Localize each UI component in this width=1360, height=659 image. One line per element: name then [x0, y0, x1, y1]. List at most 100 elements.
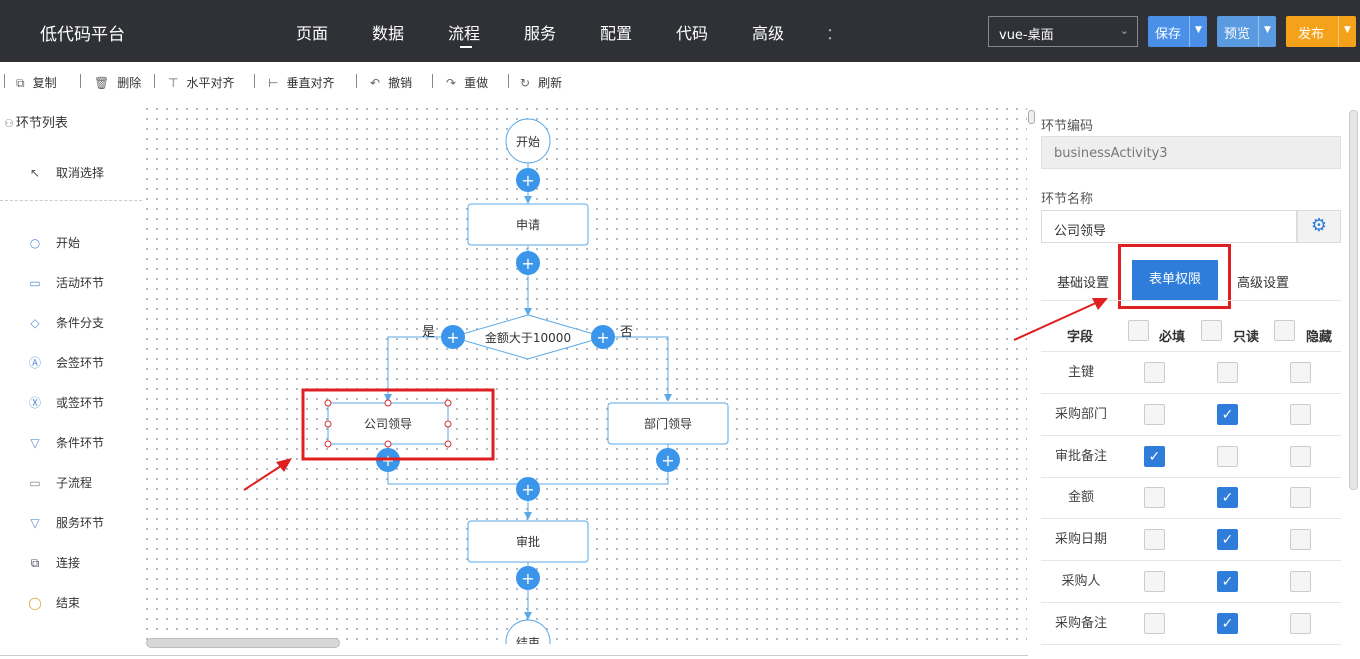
- add-node-button[interactable]: +: [441, 325, 465, 349]
- start-node[interactable]: 开始: [505, 118, 551, 164]
- nav-item-data[interactable]: 数据: [372, 24, 405, 43]
- toolbar-separator: [154, 74, 155, 88]
- approve-node-label: 审批: [516, 534, 540, 549]
- end-node[interactable]: 结束: [505, 619, 551, 644]
- apply-node[interactable]: 申请: [467, 203, 589, 246]
- tab-basic-settings[interactable]: 基础设置: [1057, 276, 1110, 291]
- approve-node[interactable]: 审批: [467, 520, 589, 563]
- nav-active-indicator: [460, 46, 472, 48]
- add-node-button[interactable]: +: [516, 477, 540, 501]
- node-item-condition[interactable]: ▽条件环节: [28, 434, 104, 451]
- node-item-branch[interactable]: ◇条件分支: [28, 314, 104, 331]
- node-item-subprocess[interactable]: ▭子流程: [28, 474, 92, 491]
- node-item-end[interactable]: ◯结束: [28, 594, 80, 611]
- readonly-checkbox[interactable]: ✓: [1217, 529, 1238, 550]
- plus-icon: +: [521, 569, 534, 588]
- add-node-button[interactable]: +: [516, 168, 540, 192]
- readonly-checkbox[interactable]: [1217, 362, 1238, 383]
- add-node-button[interactable]: +: [591, 325, 615, 349]
- required-checkbox[interactable]: [1144, 362, 1165, 383]
- readonly-checkbox[interactable]: ✓: [1217, 571, 1238, 592]
- readonly-checkbox[interactable]: ✓: [1217, 487, 1238, 508]
- add-node-button[interactable]: +: [656, 448, 680, 472]
- hidden-checkbox[interactable]: [1290, 362, 1311, 383]
- hidden-all-checkbox[interactable]: [1274, 320, 1295, 341]
- row-divider: [1041, 560, 1341, 561]
- code-field: businessActivity3: [1041, 136, 1341, 169]
- readonly-checkbox[interactable]: ✓: [1217, 613, 1238, 634]
- hidden-checkbox[interactable]: [1290, 571, 1311, 592]
- node-item-activity[interactable]: ▭活动环节: [28, 274, 104, 291]
- required-all-checkbox[interactable]: [1128, 320, 1149, 341]
- row-divider: [1041, 602, 1341, 603]
- nav-item-code[interactable]: 代码: [676, 24, 709, 43]
- required-checkbox[interactable]: ✓: [1144, 446, 1165, 467]
- required-checkbox[interactable]: [1144, 487, 1165, 508]
- required-checkbox[interactable]: [1144, 529, 1165, 550]
- caret-down-icon[interactable]: ▼: [1338, 16, 1356, 47]
- node-list-title: ⚇环节列表: [4, 112, 68, 131]
- condition-node[interactable]: 金额大于10000: [450, 314, 606, 360]
- caret-down-icon[interactable]: ▼: [1258, 16, 1276, 47]
- hidden-checkbox[interactable]: [1290, 446, 1311, 467]
- caret-down-icon[interactable]: ▼: [1189, 16, 1207, 47]
- env-select[interactable]: vue-桌面 ⌄: [988, 16, 1138, 47]
- add-node-button[interactable]: +: [516, 251, 540, 275]
- hidden-checkbox[interactable]: [1290, 404, 1311, 425]
- node-item-connect[interactable]: ⧉连接: [28, 554, 80, 571]
- deselect-item[interactable]: ↖取消选择: [28, 164, 104, 181]
- hidden-checkbox[interactable]: [1290, 487, 1311, 508]
- refresh-button[interactable]: ↻刷新: [520, 74, 562, 91]
- horizontal-scrollbar[interactable]: [146, 638, 340, 648]
- add-node-button[interactable]: +: [516, 566, 540, 590]
- dept-leader-node[interactable]: 部门领导: [607, 402, 729, 445]
- copy-button[interactable]: ⧉复制: [16, 74, 57, 91]
- checkmark-icon: ✓: [1221, 574, 1234, 590]
- preview-button[interactable]: 预览 ▼: [1217, 16, 1276, 47]
- field-name: 采购日期: [1054, 532, 1107, 547]
- required-checkbox[interactable]: [1144, 571, 1165, 592]
- copy-label: 复制: [32, 76, 57, 90]
- readonly-checkbox[interactable]: [1217, 446, 1238, 467]
- nav-item-pages[interactable]: 页面: [296, 24, 329, 43]
- toolbar-separator: [254, 74, 255, 88]
- checkmark-icon: ✓: [1221, 616, 1234, 632]
- flow-diagram[interactable]: 开始 申请 金额大于10000 是 否 公司领导 部门领导 审批: [142, 104, 1027, 644]
- align-vertical-button[interactable]: ⊢垂直对齐: [268, 74, 334, 91]
- tab-advanced-settings[interactable]: 高级设置: [1237, 276, 1290, 291]
- save-button[interactable]: 保存 ▼: [1148, 16, 1207, 47]
- node-item-start[interactable]: ○开始: [28, 234, 80, 251]
- refresh-icon: ↻: [520, 76, 531, 90]
- save-button-label: 保存: [1155, 27, 1182, 42]
- name-field[interactable]: 公司领导: [1041, 210, 1297, 243]
- readonly-all-checkbox[interactable]: [1201, 320, 1222, 341]
- undo-button[interactable]: ↶撤销: [370, 74, 412, 91]
- required-checkbox[interactable]: [1144, 404, 1165, 425]
- readonly-checkbox[interactable]: ✓: [1217, 404, 1238, 425]
- yes-label: 是: [422, 325, 435, 340]
- hidden-checkbox[interactable]: [1290, 529, 1311, 550]
- company-leader-node[interactable]: 公司领导: [324, 399, 452, 448]
- required-checkbox[interactable]: [1144, 613, 1165, 634]
- redo-button[interactable]: ↷重做: [446, 74, 488, 91]
- nav-item-flow[interactable]: 流程: [448, 24, 481, 43]
- vertical-scrollbar[interactable]: [1349, 110, 1358, 490]
- node-item-service[interactable]: ▽服务环节: [28, 514, 104, 531]
- gear-icon[interactable]: ⚙: [1297, 210, 1341, 243]
- nav-item-config[interactable]: 配置: [600, 24, 633, 43]
- checkmark-icon: ✓: [1221, 407, 1234, 423]
- nav-item-more[interactable]: ：: [826, 24, 843, 43]
- flow-canvas[interactable]: 开始 申请 金额大于10000 是 否 公司领导 部门领导 审批: [142, 104, 1027, 644]
- align-horizontal-button[interactable]: ⊤水平对齐: [168, 74, 234, 91]
- hidden-checkbox[interactable]: [1290, 613, 1311, 634]
- nav-item-advanced[interactable]: 高级: [752, 24, 785, 43]
- nav-item-service[interactable]: 服务: [524, 24, 557, 43]
- app-title: 低代码平台: [40, 25, 125, 45]
- scroll-handle[interactable]: [1028, 110, 1035, 124]
- row-divider: [1041, 435, 1341, 436]
- publish-button[interactable]: 发布 ▼: [1286, 16, 1356, 47]
- delete-button[interactable]: 🗑删除: [94, 74, 141, 91]
- tab-form-permissions[interactable]: 表单权限: [1132, 260, 1218, 300]
